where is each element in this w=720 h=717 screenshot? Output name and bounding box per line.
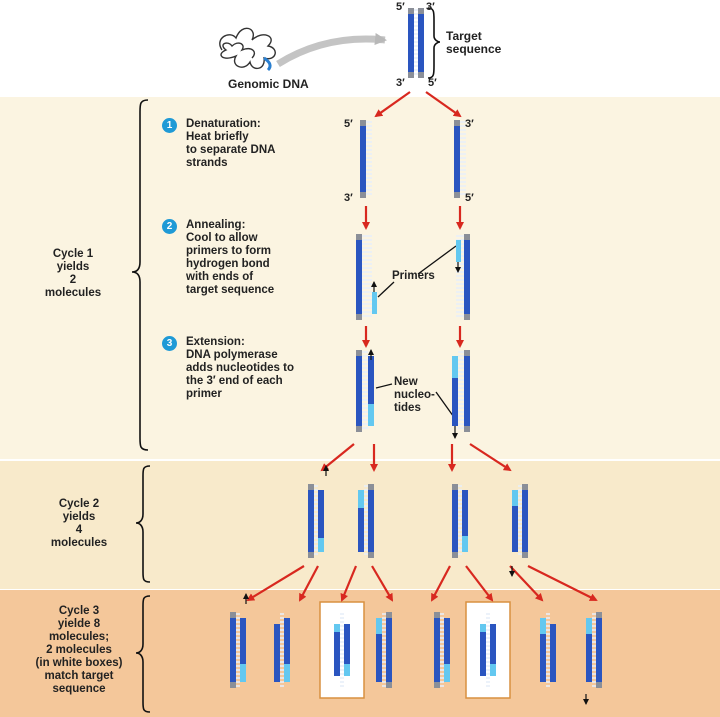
- cycle2-molecule-2: [358, 484, 374, 558]
- top-3prime-left: 3′: [396, 77, 405, 89]
- cycle3-molecule-2: [274, 613, 290, 687]
- target-bracket: [427, 7, 441, 79]
- cycle2-molecule-3: [452, 484, 468, 558]
- extension-molecule-right: [452, 350, 470, 432]
- step2-badge: 2: [162, 219, 177, 234]
- new-nucleotides-pointer-left: [375, 383, 393, 389]
- arrow-c1-to-c2-a: [320, 443, 355, 472]
- new-nucleotides-label: New nucleo- tides: [394, 376, 435, 414]
- zoom-arrow: [276, 33, 387, 67]
- arrow-c2-to-c3-g: [509, 565, 544, 602]
- cycle1-label: Cycle 1 yields 2 molecules: [44, 248, 102, 299]
- genomic-dna-label: Genomic DNA: [228, 77, 309, 91]
- extension-molecule-left: [356, 350, 374, 432]
- cycle3-label: Cycle 3 yielde 8 molecules; 2 molecules …: [35, 605, 123, 695]
- step1-badge: 1: [162, 118, 177, 133]
- arrow-c2-to-c3-b: [299, 565, 319, 602]
- arrow-top-to-right: [425, 91, 462, 118]
- genomic-dna-squiggle: [219, 27, 276, 72]
- denat-left-3prime: 3′: [344, 192, 353, 204]
- step3-text: Extension: DNA polymerase adds nucleotid…: [186, 336, 294, 400]
- primers-pointer-left: [377, 281, 395, 298]
- step3-badge: 3: [162, 336, 177, 351]
- primers-pointer-right: [417, 245, 457, 275]
- arrow-c2-to-c3-c: [340, 565, 358, 602]
- cycle2-brace: [135, 465, 151, 583]
- cycle2-molecule-1: [308, 484, 324, 558]
- top-5prime-left: 5′: [396, 1, 405, 13]
- cycle1-brace: [131, 99, 149, 451]
- anneal-molecule-left: [356, 234, 377, 320]
- cycle3-molecule-3: [319, 601, 365, 699]
- target-sequence-label: Target sequence: [446, 29, 502, 56]
- step2-text: Annealing: Cool to allow primers to form…: [186, 219, 275, 296]
- cycle3-molecule-6: [465, 601, 511, 699]
- denat-strand-right: [454, 120, 466, 198]
- primers-label: Primers: [392, 270, 435, 282]
- arrow-c2-to-c3-e: [431, 565, 451, 602]
- cycle3-molecule-8: [586, 612, 602, 688]
- denat-left-5prime: 5′: [344, 118, 353, 130]
- denat-right-3prime: 3′: [465, 118, 474, 130]
- arrow-c2-to-c3-h: [527, 565, 598, 601]
- denat-right-5prime: 5′: [465, 192, 474, 204]
- cycle2-label: Cycle 2 yields 4 molecules: [50, 498, 108, 549]
- top-3prime-right: 3′: [426, 1, 435, 13]
- cycle3-molecule-1: [230, 612, 246, 688]
- cycle3-molecule-4: [376, 612, 392, 688]
- arrow-c2-to-c3-d: [371, 565, 394, 602]
- cycle3-molecule-7: [540, 613, 556, 687]
- arrow-c1-to-c2-d: [469, 443, 512, 472]
- cycle3-brace: [135, 595, 151, 713]
- top-5prime-right: 5′: [428, 77, 437, 89]
- arrow-c2-to-c3-a: [246, 565, 305, 602]
- target-dna-molecule: [408, 8, 424, 78]
- arrow-top-to-left: [374, 91, 411, 118]
- anneal-molecule-right: [456, 234, 470, 320]
- cycle2-molecule-4: [512, 484, 528, 558]
- step1-text: Denaturation: Heat briefly to separate D…: [186, 118, 276, 169]
- arrow-c2-to-c3-f: [465, 565, 494, 602]
- denat-strand-left: [360, 120, 372, 198]
- cycle3-molecule-5: [434, 612, 450, 688]
